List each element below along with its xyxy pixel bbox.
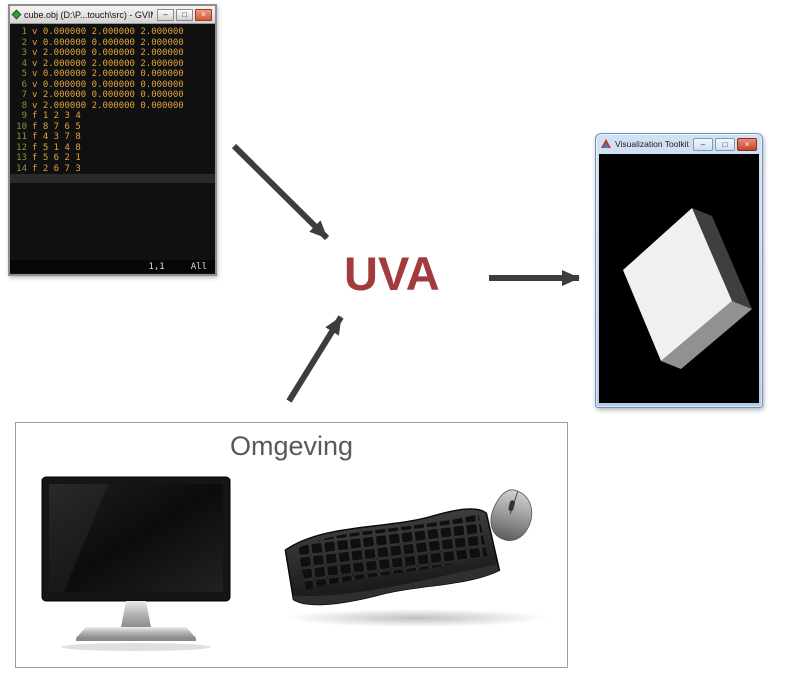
line-text: f 8 7 6 5 bbox=[32, 121, 81, 132]
line-text: v 0.000000 2.000000 0.000000 bbox=[32, 69, 184, 79]
gvim-window-title: cube.obj (D:\P...touch\src) - GVIM bbox=[24, 9, 153, 20]
line-number: 6 bbox=[21, 79, 27, 90]
line-number: 11 bbox=[16, 132, 27, 142]
line-text: v 0.000000 0.000000 0.000000 bbox=[32, 79, 184, 90]
scroll-indicator: All bbox=[190, 261, 207, 272]
line-number: 4 bbox=[21, 58, 27, 69]
buffer-line[interactable]: 3 v 2.000000 0.000000 2.000000 bbox=[10, 48, 215, 59]
line-text: v 0.000000 0.000000 2.000000 bbox=[32, 37, 184, 48]
buffer-line[interactable]: 8 v 2.000000 2.000000 0.000000 bbox=[10, 101, 215, 112]
uva-label: UVA bbox=[344, 247, 440, 300]
buffer-highlight-band bbox=[10, 174, 215, 183]
buffer-line[interactable]: 10 f 8 7 6 5 bbox=[10, 122, 215, 133]
cursor-position: 1,1 bbox=[148, 261, 165, 272]
omgeving-box: Omgeving bbox=[15, 422, 568, 668]
cube-render bbox=[623, 208, 752, 369]
buffer-line[interactable]: 6 v 0.000000 0.000000 0.000000 bbox=[10, 80, 215, 91]
buffer-line[interactable]: 11 f 4 3 7 8 bbox=[10, 132, 215, 143]
buffer-line[interactable]: 7 v 2.000000 0.000000 0.000000 bbox=[10, 90, 215, 101]
buffer-line[interactable]: 14 f 2 6 7 3 bbox=[10, 164, 215, 175]
line-text: f 5 1 4 8 bbox=[32, 142, 81, 153]
line-text: f 5 6 2 1 bbox=[32, 153, 81, 163]
line-number: 12 bbox=[16, 142, 27, 153]
vtk-window: Visualization Toolkit - Win32Open... – □… bbox=[595, 133, 763, 408]
gvim-statusbar: 1,1 All bbox=[10, 260, 215, 273]
vim-icon bbox=[11, 9, 22, 20]
desk-shadow bbox=[284, 609, 548, 627]
gvim-close-button[interactable]: × bbox=[195, 8, 212, 21]
gvim-window: cube.obj (D:\P...touch\src) - GVIM – □ ×… bbox=[8, 4, 217, 276]
gvim-buffer[interactable]: 1 v 0.000000 2.000000 2.000000 2 v 0.000000… bbox=[10, 24, 215, 260]
buffer-line[interactable]: 9 f 1 2 3 4 bbox=[10, 111, 215, 122]
vtk-titlebar[interactable]: Visualization Toolkit - Win32Open... – □… bbox=[599, 134, 759, 154]
line-text: v 2.000000 0.000000 2.000000 bbox=[32, 48, 184, 58]
line-text: v 2.000000 0.000000 0.000000 bbox=[32, 90, 184, 100]
arrow-omgeving-to-uva bbox=[286, 315, 344, 403]
line-number: 1 bbox=[21, 27, 27, 37]
line-text: v 2.000000 2.000000 0.000000 bbox=[32, 100, 184, 111]
vtk-close-button[interactable]: × bbox=[737, 137, 757, 151]
vtk-minimize-button[interactable]: – bbox=[693, 137, 713, 151]
keyboard-image bbox=[284, 508, 501, 606]
buffer-line[interactable]: 4 v 2.000000 2.000000 2.000000 bbox=[10, 59, 215, 70]
line-number: 13 bbox=[16, 153, 27, 163]
line-text: f 1 2 3 4 bbox=[32, 111, 81, 121]
gvim-maximize-button[interactable]: □ bbox=[176, 8, 193, 21]
line-number: 5 bbox=[21, 69, 27, 79]
vtk-viewport[interactable] bbox=[599, 154, 759, 403]
buffer-line[interactable]: 1 v 0.000000 2.000000 2.000000 bbox=[10, 27, 215, 38]
line-number: 14 bbox=[16, 163, 27, 174]
line-text: v 0.000000 2.000000 2.000000 bbox=[32, 27, 184, 37]
omgeving-label: Omgeving bbox=[229, 431, 354, 461]
keyboard-mouse-image bbox=[284, 489, 548, 627]
buffer-line[interactable]: 2 v 0.000000 0.000000 2.000000 bbox=[10, 38, 215, 49]
line-number: 10 bbox=[16, 121, 27, 132]
line-text: f 2 6 7 3 bbox=[32, 163, 81, 174]
mouse-image bbox=[490, 489, 533, 541]
gvim-minimize-button[interactable]: – bbox=[157, 8, 174, 21]
monitor-image bbox=[41, 476, 231, 651]
line-number: 9 bbox=[21, 111, 27, 121]
line-number: 3 bbox=[21, 48, 27, 58]
line-number: 7 bbox=[21, 90, 27, 100]
line-number: 8 bbox=[21, 100, 27, 111]
arrow-objfile-to-uva bbox=[231, 143, 330, 241]
buffer-line[interactable]: 12 f 5 1 4 8 bbox=[10, 143, 215, 154]
gvim-titlebar[interactable]: cube.obj (D:\P...touch\src) - GVIM – □ × bbox=[10, 6, 215, 24]
buffer-line[interactable]: 5 v 0.000000 2.000000 0.000000 bbox=[10, 69, 215, 80]
buffer-line[interactable]: 13 f 5 6 2 1 bbox=[10, 153, 215, 164]
vtk-icon bbox=[601, 139, 611, 148]
line-text: v 2.000000 2.000000 2.000000 bbox=[32, 58, 184, 69]
vtk-window-title: Visualization Toolkit - Win32Open... bbox=[615, 139, 689, 149]
vtk-maximize-button[interactable]: □ bbox=[715, 137, 735, 151]
line-number: 2 bbox=[21, 37, 27, 48]
line-text: f 4 3 7 8 bbox=[32, 132, 81, 142]
